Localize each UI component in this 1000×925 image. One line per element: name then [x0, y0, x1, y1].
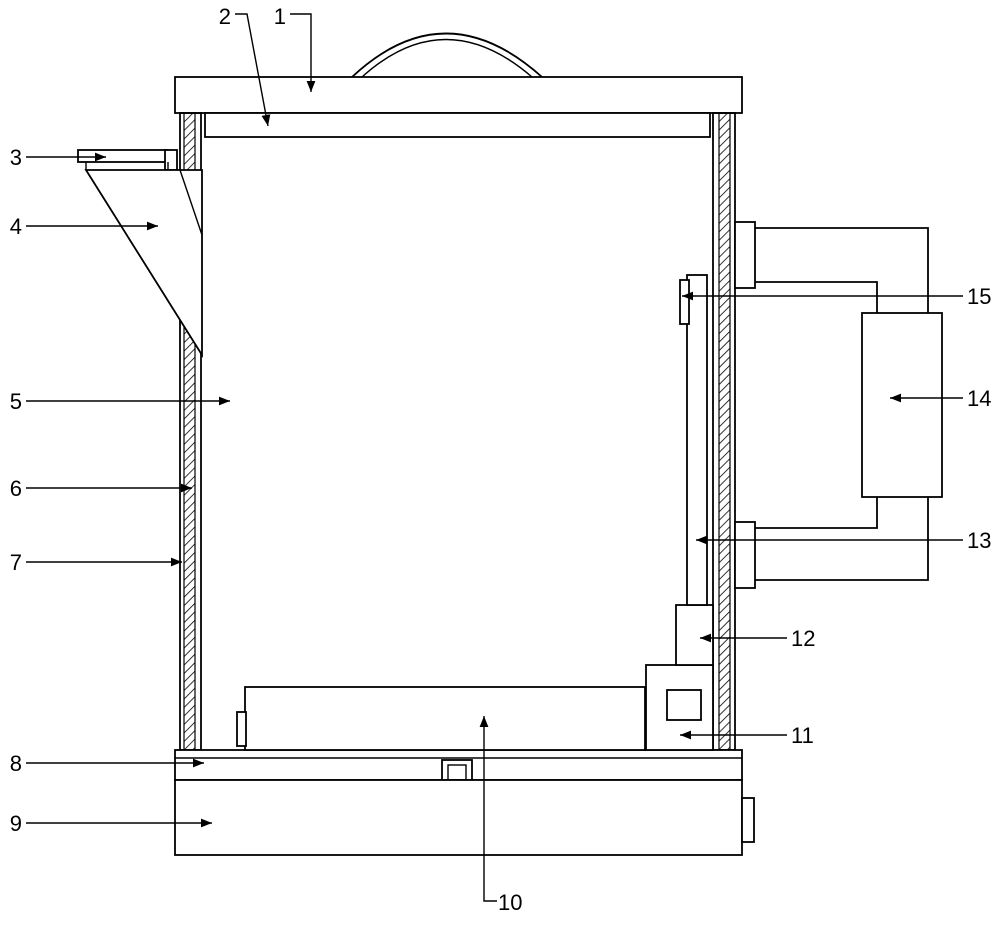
motor	[675, 604, 714, 666]
latch	[441, 759, 473, 781]
connector-lower	[734, 521, 756, 589]
connector-upper	[734, 221, 756, 289]
callout-6: 6	[10, 476, 22, 501]
callout-15: 15	[967, 284, 991, 309]
callout-11: 11	[791, 723, 814, 748]
handle-inner	[361, 38, 533, 78]
right-wall-insulation	[718, 112, 731, 751]
callout-9: 9	[10, 811, 22, 836]
callout-3: 3	[10, 145, 22, 170]
seal-strip	[204, 112, 711, 138]
callout-10: 10	[498, 890, 522, 915]
feed-hopper	[84, 169, 203, 359]
callout-7: 7	[10, 550, 22, 575]
lift-rod	[686, 274, 708, 606]
handle	[351, 32, 543, 78]
bottom-drawer	[174, 779, 743, 856]
control-window	[666, 689, 702, 721]
external-unit	[861, 312, 943, 498]
callout-1: 1	[274, 4, 286, 29]
callout-12: 12	[791, 626, 815, 651]
heating-tray	[244, 686, 646, 751]
inlet-cap	[77, 149, 169, 163]
inlet-cap-tab	[164, 149, 178, 171]
callout-8: 8	[10, 751, 22, 776]
callout-2: 2	[219, 4, 231, 29]
sensor-probe	[679, 279, 690, 325]
callout-5: 5	[10, 389, 22, 414]
tray-tab	[236, 711, 247, 747]
leaders	[26, 13, 963, 902]
callout-14: 14	[967, 386, 991, 411]
callout-13: 13	[967, 528, 991, 553]
callout-4: 4	[10, 214, 22, 239]
drawer-handle	[741, 797, 755, 843]
